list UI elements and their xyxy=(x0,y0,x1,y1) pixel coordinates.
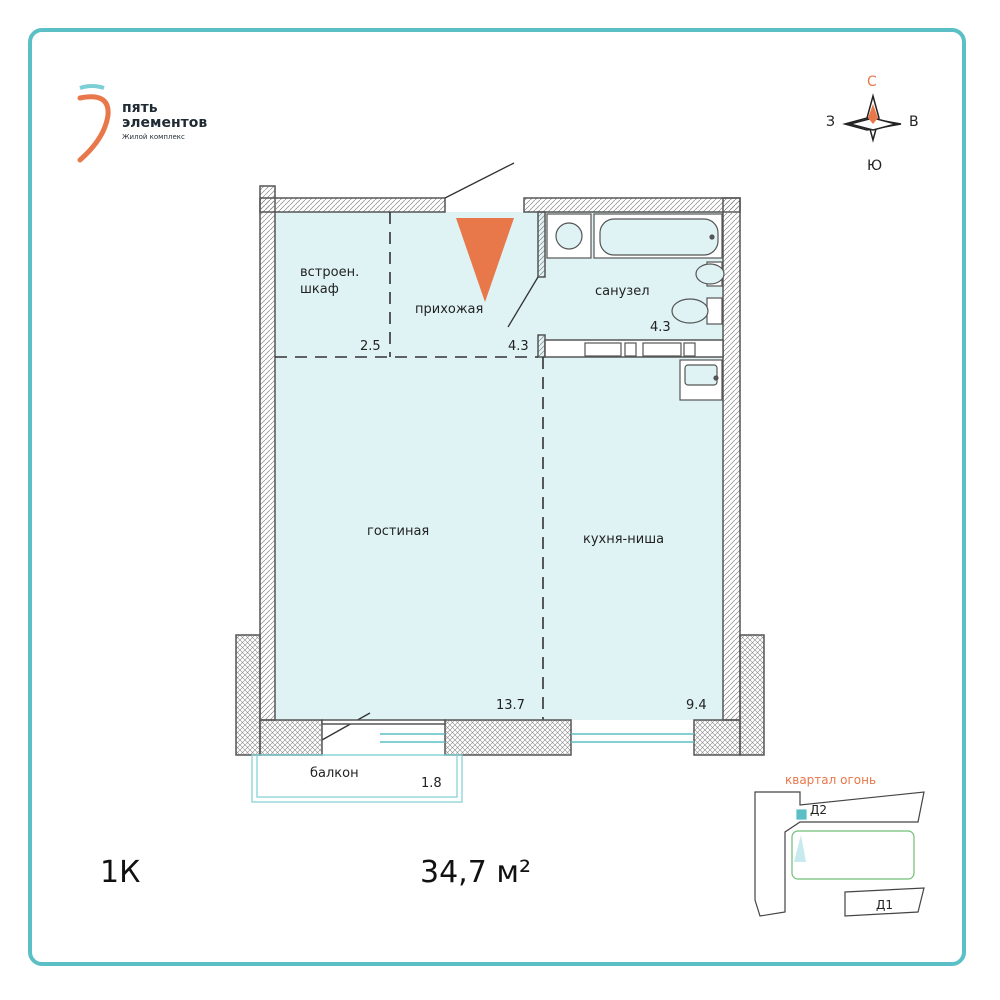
building-other-label: Д1 xyxy=(876,898,894,912)
balcony-outline xyxy=(251,754,463,803)
compass-east: В xyxy=(909,114,919,130)
zone-dashes xyxy=(275,212,544,720)
bath-label: санузел xyxy=(595,284,650,299)
compass-south: Ю xyxy=(867,158,883,174)
hall-area: 4.3 xyxy=(508,339,529,354)
balcony-area: 1.8 xyxy=(421,776,442,791)
compass-icon xyxy=(842,93,902,143)
walls xyxy=(259,185,741,721)
hall-label: прихожая xyxy=(415,302,484,317)
closet-label-1: встроен. xyxy=(300,265,360,280)
balcony-walls xyxy=(235,634,765,756)
site-plan-title: квартал огонь xyxy=(785,773,877,787)
kitchen-area: 9.4 xyxy=(686,698,707,713)
brand-line2: элементов xyxy=(122,115,208,131)
balcony-label: балкон xyxy=(310,766,359,781)
bath-area: 4.3 xyxy=(650,320,671,335)
bath-fixtures xyxy=(546,213,725,401)
page-frame xyxy=(28,28,966,966)
kitchen-cabinets xyxy=(584,342,696,357)
door-swings xyxy=(321,162,539,741)
apartment-type: 1К xyxy=(100,855,141,890)
room-fills xyxy=(275,212,723,720)
building-current-label: Д2 xyxy=(810,803,828,817)
living-area: 13.7 xyxy=(496,698,525,713)
closet-label-2: шкаф xyxy=(300,282,339,297)
total-area: 34,7 м² xyxy=(420,855,531,890)
living-label: гостиная xyxy=(367,524,430,539)
kitchen-label: кухня-ниша xyxy=(583,532,665,547)
brand-line1: пять xyxy=(122,100,158,116)
closet-area: 2.5 xyxy=(360,339,381,354)
compass-north: С xyxy=(867,74,877,90)
entrance-arrow-icon xyxy=(456,218,514,302)
site-plan-map xyxy=(754,791,925,917)
brand-sub: Жилой комплекс xyxy=(122,133,185,141)
logo-mark-icon xyxy=(77,84,111,163)
compass-west: З xyxy=(826,114,835,130)
